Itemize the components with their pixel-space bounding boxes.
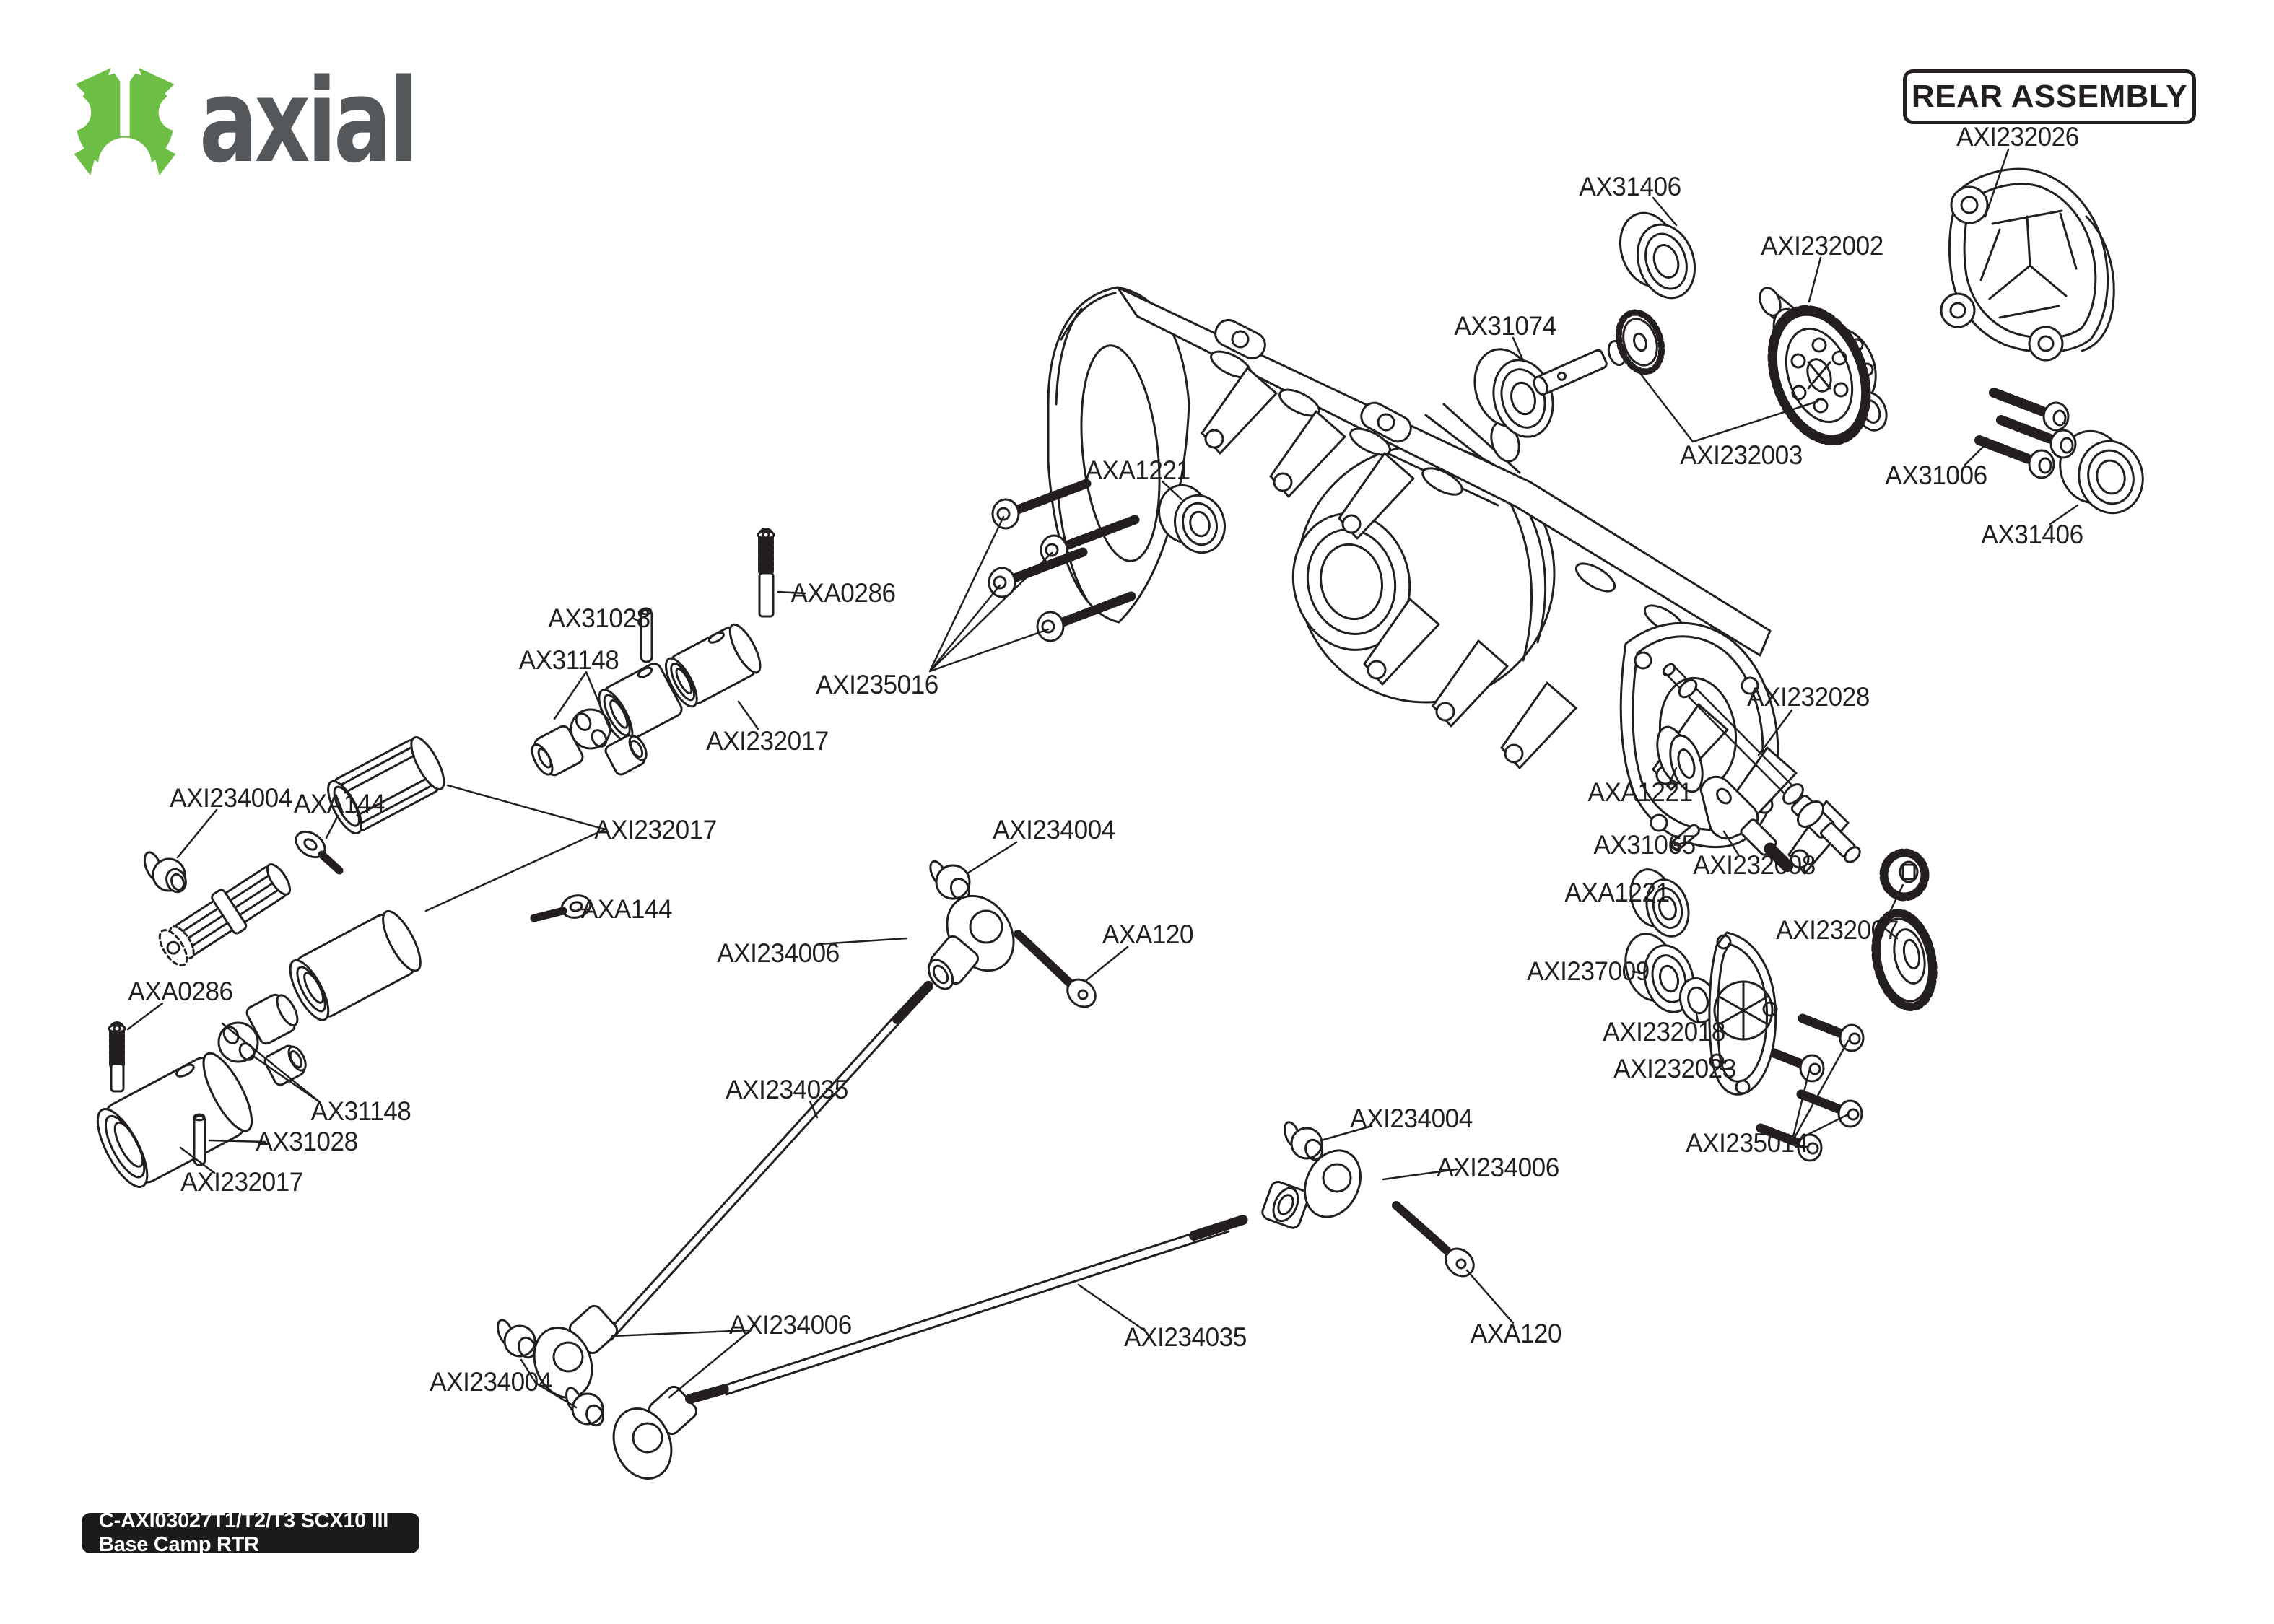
bearing-axi237009 (1624, 933, 1695, 1013)
ring-gear (1767, 305, 1871, 446)
stub-shaft-axi232008 (1699, 775, 1795, 874)
part-label-axi232023: AXI232023 (1613, 1054, 1736, 1083)
part-label-axi232017-lower: AXI232017 (180, 1167, 303, 1197)
screw-axa144-2 (530, 894, 592, 922)
gears-axi232007 (1871, 848, 1938, 1012)
part-label-ax31028-upper: AX31028 (548, 603, 650, 633)
part-label-ax31065: AX31065 (1593, 830, 1696, 860)
bearing-ax31406-top (1619, 211, 1696, 300)
part-label-axi232002: AXI232002 (1761, 231, 1883, 261)
bearing-ax31406-right (2059, 429, 2144, 515)
part-label-axi232008: AXI232008 (1693, 850, 1816, 880)
u-joint-upper (531, 708, 648, 777)
footer-badge: C-AXI03027T1/T2/T3 SCX10 III Base Camp R… (82, 1509, 419, 1556)
bearing-axa1221-upper (1158, 484, 1226, 554)
axial-shield-icon (71, 66, 179, 176)
set-screw-axa0286-upper (757, 528, 775, 618)
rod-end-axi234006-right (1261, 1121, 1362, 1229)
set-screw-axa0286-lower (108, 1021, 126, 1093)
part-label-axa120-ctr: AXA120 (1102, 920, 1194, 949)
part-label-ax31006: AX31006 (1885, 460, 1987, 490)
axle-housing (1047, 286, 1850, 875)
part-label-axi232017-upper: AXI232017 (706, 726, 829, 756)
rod-end-axi234006-bl (497, 1304, 731, 1480)
bevel-pinion-axi232003 (1533, 309, 1665, 396)
u-joint-lower (217, 993, 307, 1086)
sleeve-axi232017-c (327, 736, 445, 835)
part-label-axi232028: AXI232028 (1747, 682, 1870, 712)
part-label-axi235016: AXI235016 (816, 670, 938, 699)
part-label-axi234035-upper: AXI234035 (726, 1075, 848, 1104)
bearing-axa1221-lower (1629, 868, 1690, 938)
part-label-ax31028-lower: AX31028 (256, 1127, 358, 1156)
logo-wordmark: axial (199, 53, 419, 188)
pin-ax31028-lower (193, 1113, 206, 1166)
part-label-axa0286-lower: AXA0286 (128, 977, 233, 1006)
part-label-axa144-2: AXA144 (580, 894, 673, 924)
part-label-ax31148-upper: AX31148 (518, 645, 619, 675)
part-label-axi232026: AXI232026 (1956, 122, 2079, 152)
part-label-ax31074: AX31074 (1454, 311, 1556, 341)
title-box: REAR ASSEMBLY (1903, 69, 2196, 124)
screws-axi235016 (988, 479, 1140, 642)
part-label-axi232007: AXI232007 (1776, 915, 1899, 945)
part-label-axa1221-upper: AXA1221 (1085, 455, 1190, 485)
part-label-axi234006-right: AXI234006 (1437, 1153, 1559, 1182)
upper-link-rod-axi234035 (604, 981, 933, 1341)
bushing-axi234004-left (143, 851, 187, 894)
part-label-axa120-lower: AXA120 (1470, 1319, 1562, 1348)
part-label-axi234004-ctr: AXI234004 (993, 815, 1115, 844)
pin-ax31028-upper (640, 607, 653, 663)
splined-shaft (158, 863, 291, 967)
bearing-axa1221-rightmid (1656, 725, 1704, 793)
part-label-axa1221-lower: AXA1221 (1564, 878, 1670, 907)
part-label-axa0286-upper: AXA0286 (790, 578, 896, 608)
sleeve-axi232017-a (665, 623, 762, 708)
axial-logo: axial (71, 64, 487, 179)
bearing-ax31074 (1473, 348, 1554, 438)
part-label-axi232003: AXI232003 (1680, 440, 1803, 470)
part-label-axi232018: AXI232018 (1603, 1017, 1725, 1047)
part-label-axi234004-bottom: AXI234004 (430, 1367, 552, 1397)
part-label-axa144-1: AXA144 (293, 789, 385, 818)
part-label-ax31406-right: AX31406 (1981, 520, 2083, 549)
part-label-axa1221-rightmid: AXA1221 (1587, 777, 1693, 807)
axle-shaft-axi232028 (1662, 663, 1861, 863)
drive-cup-b (598, 663, 683, 743)
part-label-axi234006-mid: AXI234006 (717, 938, 840, 968)
part-label-ax31148-lower: AX31148 (310, 1096, 411, 1126)
part-label-axi237009: AXI237009 (1527, 956, 1650, 986)
part-label-axi234035-lower: AXI234035 (1124, 1322, 1247, 1352)
sleeve-axi232017-d (289, 909, 422, 1021)
part-label-ax31406-top: AX31406 (1579, 172, 1681, 201)
part-label-axi234004-midright: AXI234004 (1350, 1104, 1473, 1133)
screw-axa144-1 (295, 830, 344, 875)
footer-badge-text: C-AXI03027T1/T2/T3 SCX10 III Base Camp R… (99, 1509, 388, 1556)
page-title: REAR ASSEMBLY (1911, 79, 2188, 114)
part-label-axi234004-left: AXI234004 (170, 783, 292, 813)
screws-ax31006 (1974, 388, 2077, 479)
part-label-axi234006-bottom: AXI234006 (729, 1310, 852, 1340)
screw-axa120-lower (1392, 1201, 1475, 1278)
cover-plate-axi232023 (1708, 931, 1778, 1096)
seal-axi232018 (1678, 977, 1717, 1024)
cup-axi232017-lower (96, 1052, 253, 1188)
screws-axi235014 (1756, 1013, 1865, 1162)
screw-axa120-ctr (1014, 930, 1097, 1008)
lower-link-rod-axi234035 (722, 1215, 1248, 1396)
part-label-axi235014: AXI235014 (1686, 1128, 1808, 1158)
part-label-axi232017-mid: AXI232017 (594, 815, 717, 844)
rod-end-axi234006-upper (927, 860, 1015, 990)
leader-lines (126, 148, 2079, 1409)
diff-cover-axi232026 (1940, 167, 2115, 362)
